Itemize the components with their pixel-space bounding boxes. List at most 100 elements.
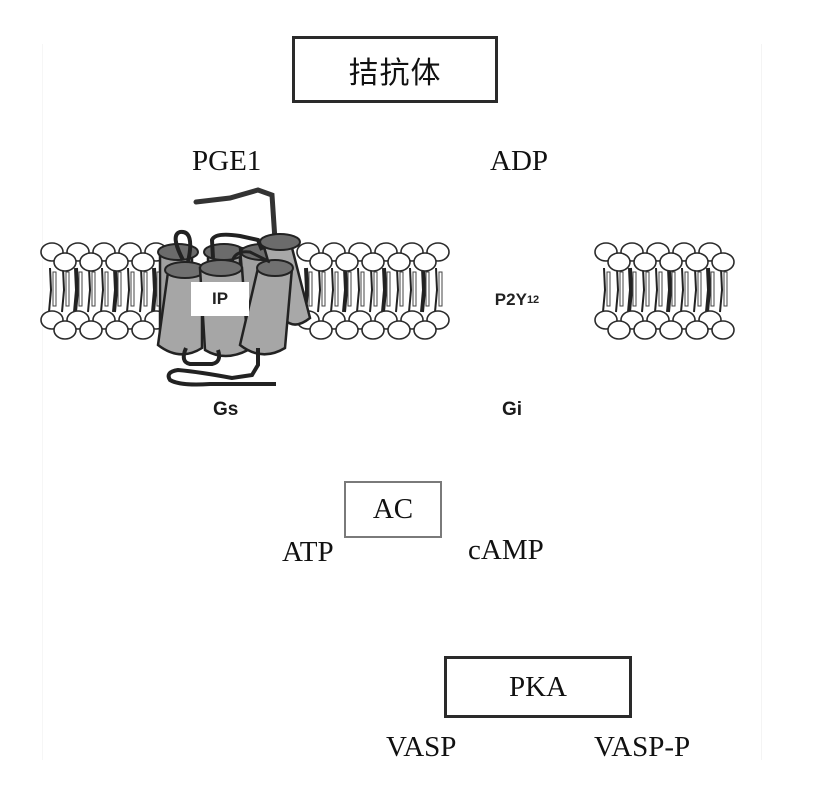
lipid-tail	[438, 271, 443, 307]
lipid-tail	[632, 271, 637, 307]
receptor-ip-name: IP	[211, 289, 229, 308]
lipid-tail	[112, 267, 119, 313]
lipid-head	[685, 320, 709, 340]
lipid-head	[607, 252, 631, 272]
lipid-tail	[321, 271, 326, 307]
lipid-head	[607, 320, 631, 340]
lipid-tail	[347, 271, 352, 307]
lipid-tail	[654, 267, 659, 313]
lipid-tail	[87, 267, 92, 313]
lipid-tail	[645, 271, 650, 307]
vaspp-label: VASP-P	[594, 731, 691, 763]
lipid-head	[105, 320, 129, 340]
ligand-pge1-label: PGE1	[192, 145, 262, 177]
lipid-head	[309, 252, 333, 272]
lipid-head	[79, 320, 103, 340]
lipid-tail	[693, 267, 698, 313]
lipid-tail	[671, 271, 676, 307]
lipid-tail	[420, 267, 427, 313]
lipid-tail	[356, 267, 361, 313]
receptor-ip-label: IP	[191, 282, 249, 316]
lipid-tail	[666, 267, 673, 313]
lipid-tail	[52, 271, 57, 307]
lipid-tail	[434, 267, 439, 313]
lipid-head	[79, 252, 103, 272]
ac-box: AC	[344, 481, 442, 538]
lipid-tail	[330, 267, 335, 313]
lipid-tail	[360, 271, 365, 307]
lipid-head	[711, 320, 735, 340]
lipid-tail	[78, 271, 83, 307]
n-terminus-tail	[193, 187, 278, 243]
lipid-tail	[308, 271, 313, 307]
antagonist-label: 拮抗体	[348, 55, 442, 91]
lipid-tail	[317, 267, 322, 313]
lipid-tail	[627, 267, 634, 313]
lipid-head	[387, 252, 411, 272]
lipid-tail	[680, 267, 685, 313]
lipid-tail	[710, 271, 715, 307]
lipid-tail	[425, 271, 430, 307]
lipid-tail	[334, 271, 339, 307]
lipid-head	[335, 320, 359, 340]
lipid-tail	[641, 267, 646, 313]
lipid-tail	[719, 267, 724, 313]
figure-panel	[42, 44, 762, 760]
lipid-tail	[126, 267, 131, 313]
atp-label: ATP	[282, 536, 334, 568]
lipid-head	[633, 252, 657, 272]
lipid-tail	[684, 271, 689, 307]
lipid-head	[131, 320, 155, 340]
lipid-tail	[373, 271, 378, 307]
lipid-tail	[606, 271, 611, 307]
lipid-tail	[65, 271, 70, 307]
lipid-tail	[399, 271, 404, 307]
lipid-tail	[100, 267, 105, 313]
lipid-tail	[342, 267, 349, 313]
lipid-tail	[408, 267, 413, 313]
lipid-tail	[412, 271, 417, 307]
lipid-tail	[117, 271, 122, 307]
camp-label: cAMP	[468, 534, 544, 566]
lipid-tail	[151, 267, 158, 313]
lipid-head	[105, 252, 129, 272]
lipid-tail	[369, 267, 374, 313]
lipid-tail	[705, 267, 712, 313]
lipid-head	[131, 252, 155, 272]
lipid-tail	[619, 271, 624, 307]
lipid-tail	[130, 271, 135, 307]
lipid-tail	[139, 267, 144, 313]
antagonist-box: 拮抗体	[292, 36, 498, 103]
gi-label: Gi	[502, 399, 523, 420]
lipid-tail	[697, 271, 702, 307]
lipid-tail	[48, 267, 53, 313]
lipid-tail	[73, 267, 80, 313]
lipid-head	[685, 252, 709, 272]
vasp-label: VASP	[386, 731, 457, 763]
lipid-head	[335, 252, 359, 272]
pka-box: PKA	[444, 656, 632, 718]
lipid-head	[53, 320, 77, 340]
lipid-tail	[91, 271, 96, 307]
lipid-tail	[658, 271, 663, 307]
lipid-head	[309, 320, 333, 340]
lipid-tail	[723, 271, 728, 307]
ac-label: AC	[372, 493, 414, 525]
lipid-bilayer	[40, 242, 735, 340]
gs-label: Gs	[213, 399, 239, 420]
lipid-head	[659, 320, 683, 340]
lipid-head	[711, 252, 735, 272]
lipid-head	[361, 252, 385, 272]
lipid-tail	[395, 267, 400, 313]
lipid-tail	[143, 271, 148, 307]
lipid-head	[633, 320, 657, 340]
lipid-tail	[104, 271, 109, 307]
receptor-p2y-subscript: 12	[526, 294, 540, 306]
lipid-head	[361, 320, 385, 340]
lipid-head	[53, 252, 77, 272]
lipid-tail	[615, 267, 620, 313]
pka-label: PKA	[508, 670, 567, 703]
lipid-tail	[61, 267, 66, 313]
lipid-head	[387, 320, 411, 340]
